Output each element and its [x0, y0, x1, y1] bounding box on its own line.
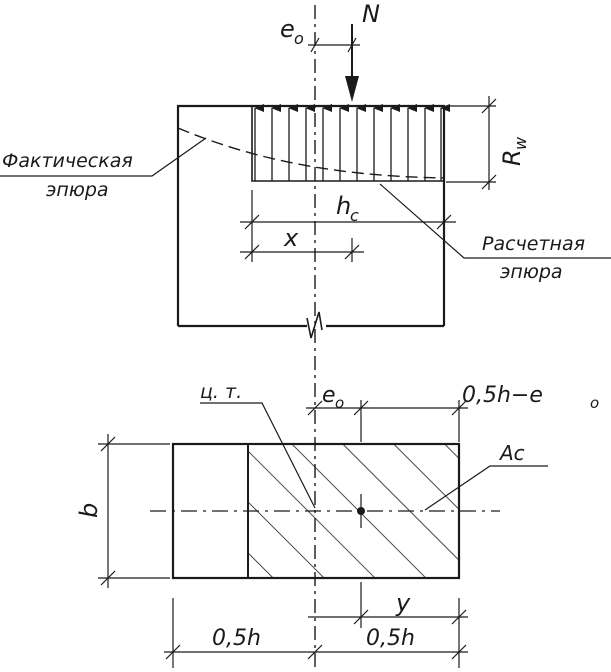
load-N-arrowhead: [345, 76, 359, 102]
y-label: y: [395, 589, 411, 617]
half-h-right-label: 0,5h: [366, 626, 415, 651]
actual-epure-leader: [0, 137, 207, 177]
bottom-dimensions: [164, 582, 468, 668]
e0-top-label: e: [280, 15, 295, 43]
half-h-minus-e0-subscript: o: [590, 394, 599, 412]
e0-bottom-label: e: [322, 383, 336, 408]
hc-label: h: [336, 192, 351, 220]
design-epure-leader: [379, 183, 611, 259]
Rw-dimension: [446, 96, 497, 190]
hc-dimension: [240, 190, 456, 262]
x-dimension: [240, 238, 364, 262]
design-epure-label-2: эпюра: [500, 261, 563, 283]
load-N-label: N: [362, 0, 380, 28]
Rw-label: R: [498, 149, 526, 166]
e0-bottom-subscript: o: [335, 394, 344, 412]
e0-top-dimension: [308, 37, 360, 53]
design-epure-block: [251, 106, 444, 182]
half-h-minus-e0-label: 0,5h−e: [462, 383, 543, 408]
b-dimension: [98, 434, 170, 588]
actual-epure-label-1: Фактическая: [2, 150, 133, 172]
e0-bottom-dimension: [306, 400, 468, 442]
section-view: ц. т. Ac e o 0,5h−e o b: [75, 381, 599, 668]
centroid-leader: [200, 402, 316, 509]
Ac-leader: [424, 465, 548, 511]
design-epure-label-1: Расчетная: [482, 233, 585, 255]
centroid-label: ц. т.: [200, 381, 242, 403]
b-label: b: [75, 503, 103, 518]
wall-outline: [176, 104, 446, 326]
x-label: x: [283, 224, 299, 252]
break-symbol: [306, 311, 323, 339]
Rw-subscript: w: [511, 136, 530, 150]
Ac-label: Ac: [498, 441, 525, 465]
stress-arrows: [254, 104, 450, 181]
e0-top-subscript: o: [294, 29, 304, 48]
half-h-left-label: 0,5h: [212, 626, 261, 651]
actual-epure-label-2: эпюра: [46, 179, 109, 201]
hc-subscript: c: [350, 206, 359, 225]
actual-epure-curve: [177, 127, 445, 179]
